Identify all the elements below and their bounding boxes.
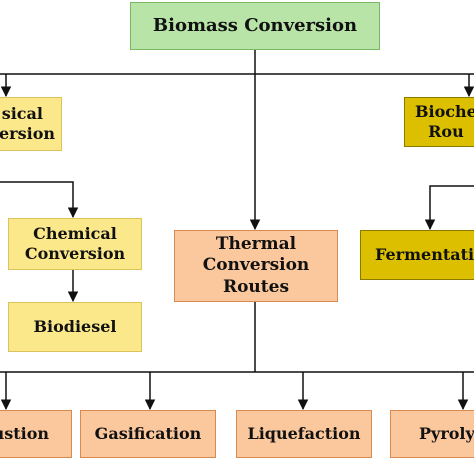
node-liquefaction: Liquefaction [236, 410, 372, 458]
node-fermentation: Fermentatio [360, 230, 474, 280]
node-thermal-conversion-routes: Thermal Conversion Routes [174, 230, 338, 302]
node-chemical-conversion: Chemical Conversion [8, 218, 142, 270]
node-physical-conversion: sical version [0, 97, 62, 151]
node-biochemical-routes: Bioche Rou [404, 97, 474, 147]
node-gasification: Gasification [80, 410, 216, 458]
arrow-physical-to-chemical [0, 181, 79, 219]
node-combustion: ustion [0, 410, 72, 458]
node-biomass-conversion: Biomass Conversion [130, 2, 380, 50]
node-pyrolysis: Pyroly [390, 410, 474, 458]
node-biodiesel: Biodiesel [8, 302, 142, 352]
arrow-biochemical-to-fermentation [424, 185, 474, 231]
